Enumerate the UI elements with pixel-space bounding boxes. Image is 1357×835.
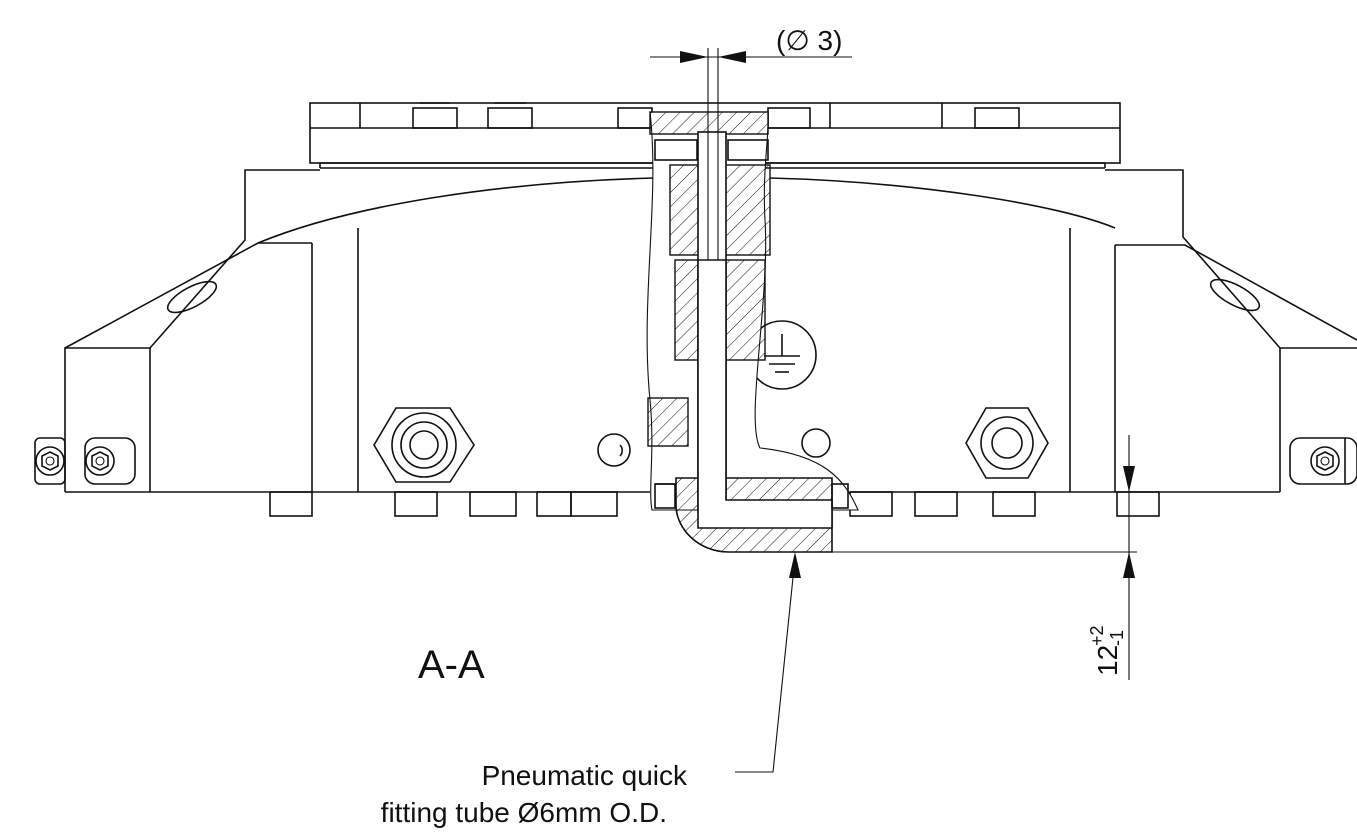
diameter-dimension-label: (∅ 3): [776, 25, 842, 56]
dimension-height: [832, 435, 1137, 680]
bottom-feet: [269, 491, 1160, 517]
hex-socket-screw-icon: [34, 437, 136, 485]
dowel-pin: [597, 428, 831, 467]
height-dim-tol-lower: -1: [1107, 630, 1127, 646]
height-dim-tol-upper: +2: [1087, 625, 1107, 646]
callout-text-line2: fitting tube Ø6mm O.D.: [381, 797, 667, 828]
hex-socket-screw-icon: [1289, 437, 1357, 485]
main-body: [64, 169, 1357, 493]
height-dimension-label: 12 +2 -1: [1087, 625, 1127, 676]
dimension-diameter: [650, 48, 852, 120]
section-cut: [646, 111, 859, 553]
callout-leader: [735, 552, 801, 773]
top-screw-heads: [359, 102, 1020, 129]
height-dim-base: 12: [1092, 645, 1123, 676]
hex-nut-icon: [965, 407, 1049, 479]
section-label: A-A: [418, 643, 485, 687]
hex-nut-icon: [373, 407, 475, 483]
callout-text-line1: Pneumatic quick: [482, 760, 688, 791]
